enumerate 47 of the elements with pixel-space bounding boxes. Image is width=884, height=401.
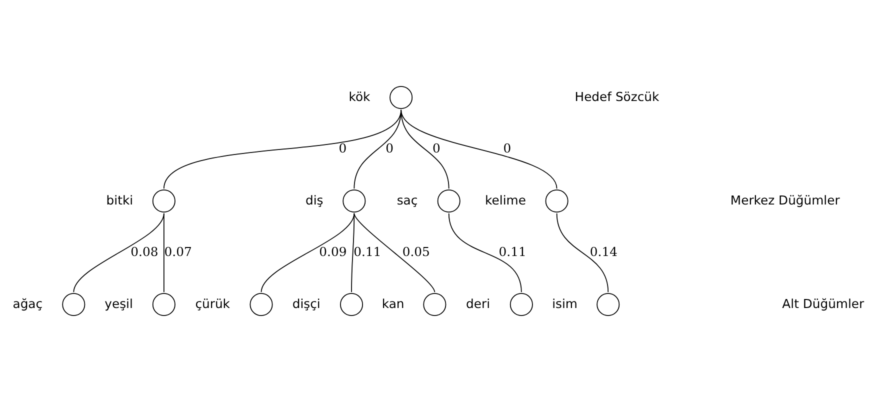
connector (260, 212, 355, 292)
node-circle (596, 292, 620, 316)
connector (556, 212, 609, 292)
edge-label: 0 (386, 141, 394, 156)
node-label: kan (382, 296, 404, 310)
connector (351, 212, 355, 292)
node-circle (250, 292, 273, 316)
edge-label: 0.05 (402, 244, 430, 259)
node-label: bitki (106, 192, 134, 207)
node-circle (510, 292, 533, 316)
label: Alt Düğümler (782, 296, 864, 310)
connector (163, 212, 164, 292)
node-circle (342, 189, 366, 212)
edge-label: 0 (338, 141, 347, 156)
edge-label: 0.08 (130, 244, 158, 259)
node-circle (62, 292, 86, 316)
node-label: deri (466, 296, 490, 310)
edge-label: 0.11 (498, 244, 526, 259)
edge-label: 0.14 (590, 244, 618, 259)
node-label: saç (396, 192, 418, 207)
node-label: çürük (195, 296, 230, 310)
node-label: kök (348, 89, 370, 104)
edge-label: 0 (432, 141, 440, 156)
connector (73, 212, 164, 292)
edge-label: 0.09 (319, 244, 347, 259)
connector (400, 108, 450, 189)
node-label: yeşil (104, 296, 133, 310)
node-label: diş (305, 192, 324, 207)
node-circle (152, 292, 176, 316)
node-circle (390, 85, 413, 108)
connector (354, 212, 436, 292)
node-label: dişçi (292, 296, 320, 310)
node-label: isim (552, 296, 578, 310)
edge-label: 0.11 (354, 244, 382, 259)
label: Hedef Sözcük (574, 89, 660, 104)
node-label: ağaç (12, 296, 43, 310)
connector (448, 212, 522, 292)
node-circle (152, 189, 176, 212)
node-circle (340, 292, 364, 316)
connector (400, 108, 558, 189)
edge-label: 0 (503, 141, 512, 156)
node-circle (423, 292, 446, 316)
label: Merkez Düğümler (730, 192, 840, 207)
node-circle (545, 189, 568, 212)
edge-label: 0.07 (164, 244, 192, 259)
node-label: kelime (485, 192, 526, 207)
node-circle (437, 189, 460, 212)
